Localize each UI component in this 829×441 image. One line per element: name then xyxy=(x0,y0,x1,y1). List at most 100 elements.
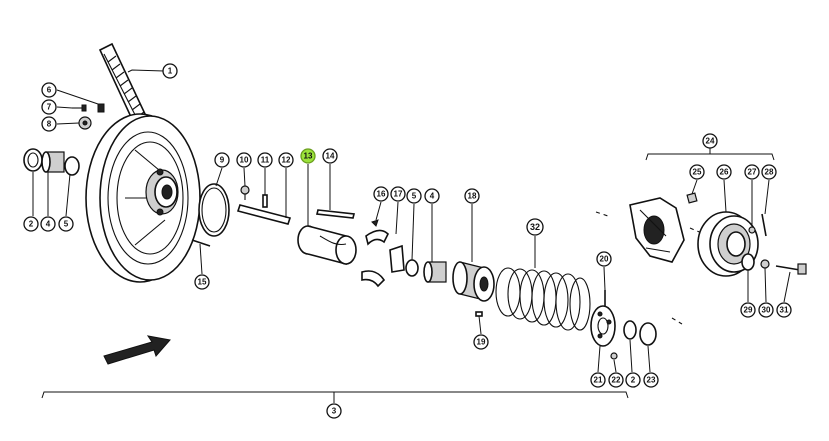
callout-20: 20 xyxy=(596,251,612,267)
callout-10: 10 xyxy=(236,152,252,168)
svg-text:11: 11 xyxy=(261,156,270,165)
washer-2-right xyxy=(623,320,637,340)
svg-text:24: 24 xyxy=(706,137,715,146)
callout-30: 30 xyxy=(758,302,774,318)
svg-text:20: 20 xyxy=(600,255,609,264)
svg-text:28: 28 xyxy=(765,168,774,177)
svg-text:8: 8 xyxy=(47,120,52,129)
screw-22 xyxy=(610,352,618,360)
callout-28: 28 xyxy=(761,164,777,180)
callout-6: 6 xyxy=(41,82,57,98)
washer-30 xyxy=(760,259,770,269)
sleeve-13 xyxy=(297,225,357,266)
callout-9: 9 xyxy=(214,152,230,168)
callout-4-left: 4 xyxy=(40,216,56,232)
callout-31: 31 xyxy=(776,302,792,318)
direction-arrow xyxy=(103,335,171,365)
svg-text:21: 21 xyxy=(594,376,603,385)
screw-28 xyxy=(761,213,767,237)
ring-23 xyxy=(639,322,657,346)
svg-text:1: 1 xyxy=(168,67,173,76)
callout-19: 19 xyxy=(473,334,489,350)
callout-2-left: 2 xyxy=(23,216,39,232)
callout-13-highlighted: 13 xyxy=(300,148,316,164)
svg-text:6: 6 xyxy=(47,86,52,95)
pin-15 xyxy=(191,239,211,247)
svg-text:10: 10 xyxy=(240,156,249,165)
callout-1: 1 xyxy=(162,63,178,79)
large-ring xyxy=(198,183,230,237)
part-25 xyxy=(686,192,698,204)
svg-text:12: 12 xyxy=(282,156,291,165)
callout-16: 16 xyxy=(373,186,389,202)
svg-text:9: 9 xyxy=(220,156,225,165)
callout-32: 32 xyxy=(526,218,544,236)
svg-text:29: 29 xyxy=(744,306,753,315)
bolt-parts-6-7-8 xyxy=(72,103,105,130)
callout-4-middle: 4 xyxy=(424,188,440,204)
main-pulley xyxy=(85,113,201,283)
svg-text:15: 15 xyxy=(198,278,207,287)
svg-text:4: 4 xyxy=(46,220,51,229)
callout-5-middle: 5 xyxy=(406,188,422,204)
svg-text:25: 25 xyxy=(693,168,702,177)
svg-text:14: 14 xyxy=(326,152,335,161)
svg-text:4: 4 xyxy=(430,192,435,201)
svg-text:19: 19 xyxy=(477,338,486,347)
callout-22: 22 xyxy=(608,372,624,388)
callout-24: 24 xyxy=(702,133,718,149)
cam-plate-24 xyxy=(629,197,685,263)
callout-7: 7 xyxy=(41,99,57,115)
bolt-27 xyxy=(748,226,756,234)
callout-17: 17 xyxy=(390,186,406,202)
svg-text:2: 2 xyxy=(29,220,34,229)
clips-16-17 xyxy=(361,219,405,288)
flange-21 xyxy=(590,305,616,347)
hub-18 xyxy=(452,261,495,317)
washer-29 xyxy=(741,253,755,271)
svg-text:30: 30 xyxy=(762,306,771,315)
svg-text:31: 31 xyxy=(780,306,789,315)
callout-2-right: 2 xyxy=(625,372,641,388)
bracket-3 xyxy=(41,391,629,403)
callout-14: 14 xyxy=(322,148,338,164)
svg-text:32: 32 xyxy=(530,222,540,232)
callout-3: 3 xyxy=(326,403,342,419)
callout-5-left: 5 xyxy=(58,216,74,232)
svg-text:5: 5 xyxy=(64,220,69,229)
svg-text:17: 17 xyxy=(394,190,403,199)
svg-text:5: 5 xyxy=(412,192,417,201)
svg-text:27: 27 xyxy=(748,168,757,177)
callout-21: 21 xyxy=(590,372,606,388)
long-shaft-12 xyxy=(236,204,292,225)
pin-14 xyxy=(316,209,355,219)
spring-32 xyxy=(495,267,591,331)
callout-26: 26 xyxy=(716,164,732,180)
small-bolt-10 xyxy=(240,185,250,200)
left-washer-bushing-ring xyxy=(23,148,80,176)
bracket-24 xyxy=(645,148,775,161)
bolt-31 xyxy=(775,263,807,275)
ring-5-middle xyxy=(405,259,419,277)
callout-15: 15 xyxy=(194,274,210,290)
svg-text:3: 3 xyxy=(332,407,337,416)
callout-29: 29 xyxy=(740,302,756,318)
callout-23: 23 xyxy=(643,372,659,388)
leader-lines xyxy=(32,69,791,373)
svg-text:16: 16 xyxy=(377,190,386,199)
callout-25: 25 xyxy=(689,164,705,180)
center-axis-dash xyxy=(595,211,705,325)
svg-text:26: 26 xyxy=(720,168,729,177)
callout-18: 18 xyxy=(464,188,480,204)
callout-8: 8 xyxy=(41,116,57,132)
svg-text:2: 2 xyxy=(631,376,636,385)
callout-11: 11 xyxy=(257,152,273,168)
svg-text:22: 22 xyxy=(612,376,621,385)
callout-27: 27 xyxy=(744,164,760,180)
key-11 xyxy=(262,194,268,208)
callout-12: 12 xyxy=(278,152,294,168)
svg-text:13: 13 xyxy=(304,152,313,161)
bushing-4-middle xyxy=(423,261,447,283)
svg-text:18: 18 xyxy=(468,192,477,201)
